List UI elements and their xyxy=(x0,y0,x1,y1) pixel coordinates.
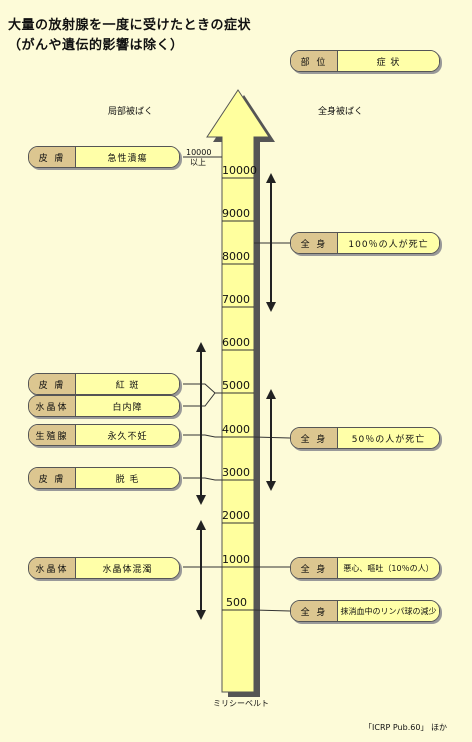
top-label-value: 10000 xyxy=(186,148,212,157)
local-item-lens-opacity: 水晶体 水晶体混濁 xyxy=(28,557,180,579)
legend-symptom: 症 状 xyxy=(338,51,439,71)
scale-tick-label: 10000 xyxy=(222,164,257,177)
local-symptom: 紅 斑 xyxy=(76,374,179,394)
local-part: 生殖腺 xyxy=(29,425,76,445)
whole-part: 全 身 xyxy=(291,558,338,578)
legend-pill: 部 位 症 状 xyxy=(290,50,440,72)
whole-symptom: 50％の人が死亡 xyxy=(338,428,439,448)
local-symptom: 脱 毛 xyxy=(76,468,179,488)
scale-tick-label: 5000 xyxy=(222,379,250,392)
local-part: 皮 膚 xyxy=(29,468,76,488)
local-symptom: 水晶体混濁 xyxy=(76,558,179,578)
local-symptom: 白内障 xyxy=(76,396,179,416)
unit-label: ミリシーベルト xyxy=(213,699,269,708)
whole-part: 全 身 xyxy=(291,601,338,621)
local-exposure-header: 局部被ばく xyxy=(108,107,154,117)
whole-symptom: 抹消血中のリンパ球の減少 xyxy=(338,601,439,621)
local-item-erythema: 皮 膚 紅 斑 xyxy=(28,373,180,395)
scale-tick-label: 8000 xyxy=(222,250,250,263)
scale-tick-label: 500 xyxy=(226,596,247,609)
local-symptom: 急性潰瘍 xyxy=(76,147,179,167)
local-part: 皮 膚 xyxy=(29,374,76,394)
whole-connector-line xyxy=(253,609,291,612)
whole-symptom: 100％の人が死亡 xyxy=(338,233,439,253)
local-connector-line xyxy=(183,434,222,438)
whole-item-100pct-death: 全 身 100％の人が死亡 xyxy=(290,232,440,254)
whole-body-exposure-header: 全身被ばく xyxy=(318,107,364,117)
range-arrows xyxy=(196,173,276,620)
scale-ticks xyxy=(222,177,254,611)
scale-tick-label: 9000 xyxy=(222,207,250,220)
local-item-hair-loss: 皮 膚 脱 毛 xyxy=(28,467,180,489)
legend-part: 部 位 xyxy=(291,51,338,71)
whole-part: 全 身 xyxy=(291,428,338,448)
scale-tick-label: 7000 xyxy=(222,293,250,306)
local-item-cataract: 水晶体 白内障 xyxy=(28,395,180,417)
local-part: 水晶体 xyxy=(29,558,76,578)
dose-arrow xyxy=(206,89,270,693)
scale-tick-label: 1000 xyxy=(222,553,250,566)
page-title: 大量の放射腺を一度に受けたときの症状 xyxy=(8,18,252,33)
local-connector-line xyxy=(183,477,222,481)
local-symptom: 永久不妊 xyxy=(76,425,179,445)
source-note: 「ICRP Pub.60」 ほか xyxy=(364,723,447,732)
scale-tick-label: 3000 xyxy=(222,466,250,479)
scale-tick-label: 2000 xyxy=(222,509,250,522)
whole-symptom: 悪心、嘔吐（10％の人） xyxy=(338,558,439,578)
local-connector-line xyxy=(183,383,222,394)
page-subtitle: （がんや遺伝的影響は除く） xyxy=(8,38,184,53)
top-label: 10000 以上 xyxy=(186,148,212,168)
top-label-suffix: 以上 xyxy=(190,158,206,167)
local-item-acute-ulcer: 皮 膚 急性潰瘍 xyxy=(28,146,180,168)
local-connector-line xyxy=(183,392,222,407)
scale-tick-label: 4000 xyxy=(222,423,250,436)
local-part: 水晶体 xyxy=(29,396,76,416)
scale-tick-label: 6000 xyxy=(222,336,250,349)
whole-item-nausea: 全 身 悪心、嘔吐（10％の人） xyxy=(290,557,440,579)
whole-item-lymphocyte-decrease: 全 身 抹消血中のリンパ球の減少 xyxy=(290,600,440,622)
whole-part: 全 身 xyxy=(291,233,338,253)
local-item-permanent-sterility: 生殖腺 永久不妊 xyxy=(28,424,180,446)
local-part: 皮 膚 xyxy=(29,147,76,167)
whole-item-50pct-death: 全 身 50％の人が死亡 xyxy=(290,427,440,449)
